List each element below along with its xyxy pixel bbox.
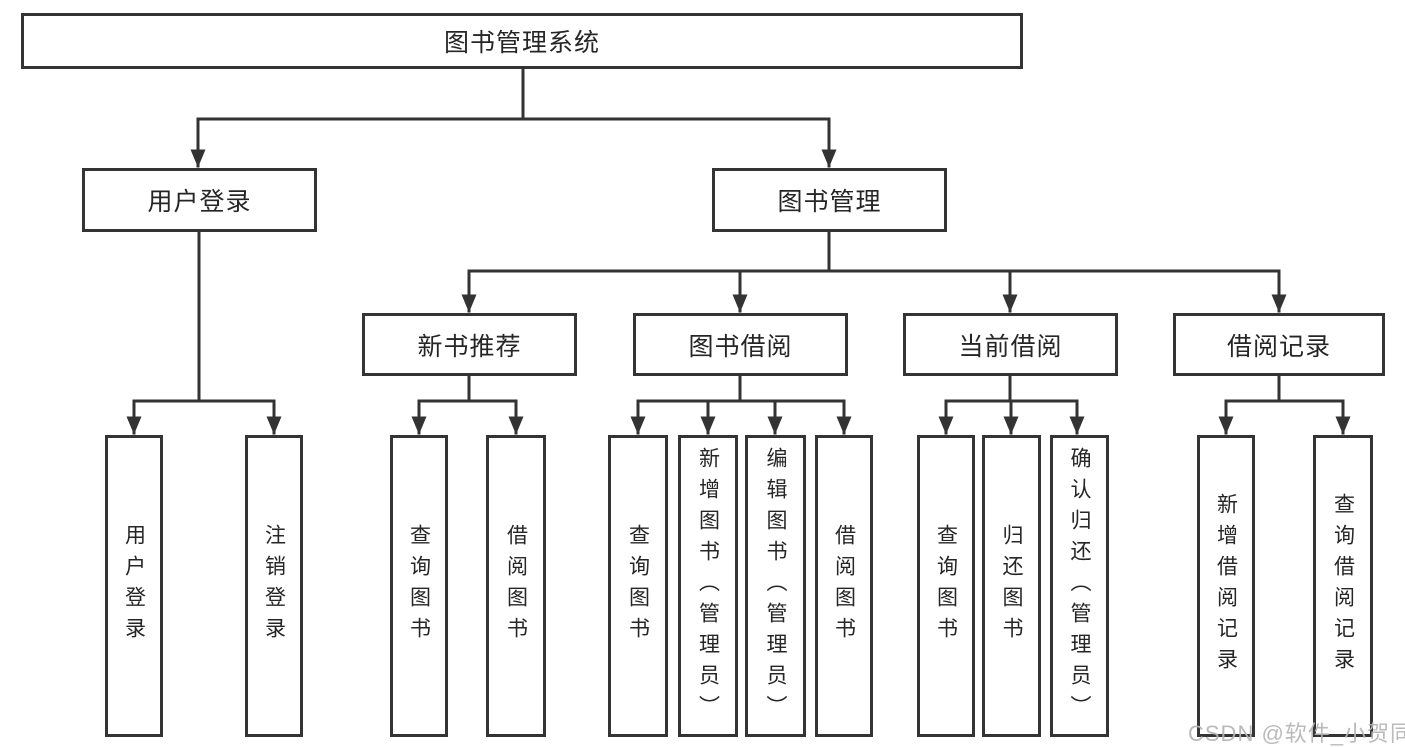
node-label: 确认归还（管理员） (1068, 446, 1092, 726)
node-book-management: 图书管理 (712, 168, 947, 232)
node-label: 查询图书 (626, 524, 650, 648)
leaf-edit-books-admin: 编辑图书（管理员） (745, 435, 806, 737)
node-label: 当前借阅 (958, 332, 1063, 361)
node-book-borrow: 图书借阅 (633, 313, 848, 376)
node-library-management-system: 图书管理系统 (21, 13, 1023, 69)
leaf-query-books-current: 查询图书 (917, 435, 975, 737)
node-label: 新书推荐 (417, 332, 522, 361)
node-label: 图书管理 (777, 188, 882, 216)
leaf-confirm-return-admin: 确认归还（管理员） (1050, 435, 1109, 737)
csdn-watermark: CSDN @软件_小贺同学 (1188, 721, 1405, 746)
node-label: 借阅图书 (504, 524, 528, 648)
leaf-logout: 注销登录 (245, 435, 303, 737)
leaf-user-login: 用户登录 (105, 435, 163, 737)
node-current-borrow: 当前借阅 (903, 313, 1118, 376)
leaf-borrow-books: 借阅图书 (815, 435, 873, 737)
node-label: 注销登录 (262, 524, 286, 648)
node-label: 查询图书 (407, 524, 431, 648)
node-label: 查询借阅记录 (1331, 493, 1355, 679)
node-label: 编辑图书（管理员） (764, 446, 788, 726)
leaf-return-books: 归还图书 (982, 435, 1041, 737)
leaf-add-books-admin: 新增图书（管理员） (678, 435, 738, 737)
node-label: 归还图书 (1000, 524, 1024, 648)
leaf-query-books-recommend: 查询图书 (390, 435, 448, 737)
node-label: 新增图书（管理员） (696, 446, 720, 726)
node-label: 查询图书 (934, 524, 958, 648)
node-new-book-recommend: 新书推荐 (362, 313, 577, 376)
node-label: 借阅记录 (1226, 332, 1331, 361)
leaf-borrow-books-recommend: 借阅图书 (486, 435, 546, 737)
node-borrow-records: 借阅记录 (1173, 313, 1385, 376)
leaf-query-books-borrow: 查询图书 (608, 435, 668, 737)
node-label: 借阅图书 (832, 524, 856, 648)
node-user-login: 用户登录 (82, 168, 317, 232)
leaf-add-borrow-record: 新增借阅记录 (1197, 435, 1255, 737)
node-label: 图书借阅 (688, 332, 793, 361)
leaf-query-borrow-record: 查询借阅记录 (1313, 435, 1373, 737)
node-label: 用户登录 (122, 524, 146, 648)
node-label: 新增借阅记录 (1214, 493, 1238, 679)
node-label: 图书管理系统 (443, 29, 600, 57)
node-label: 用户登录 (147, 188, 252, 216)
